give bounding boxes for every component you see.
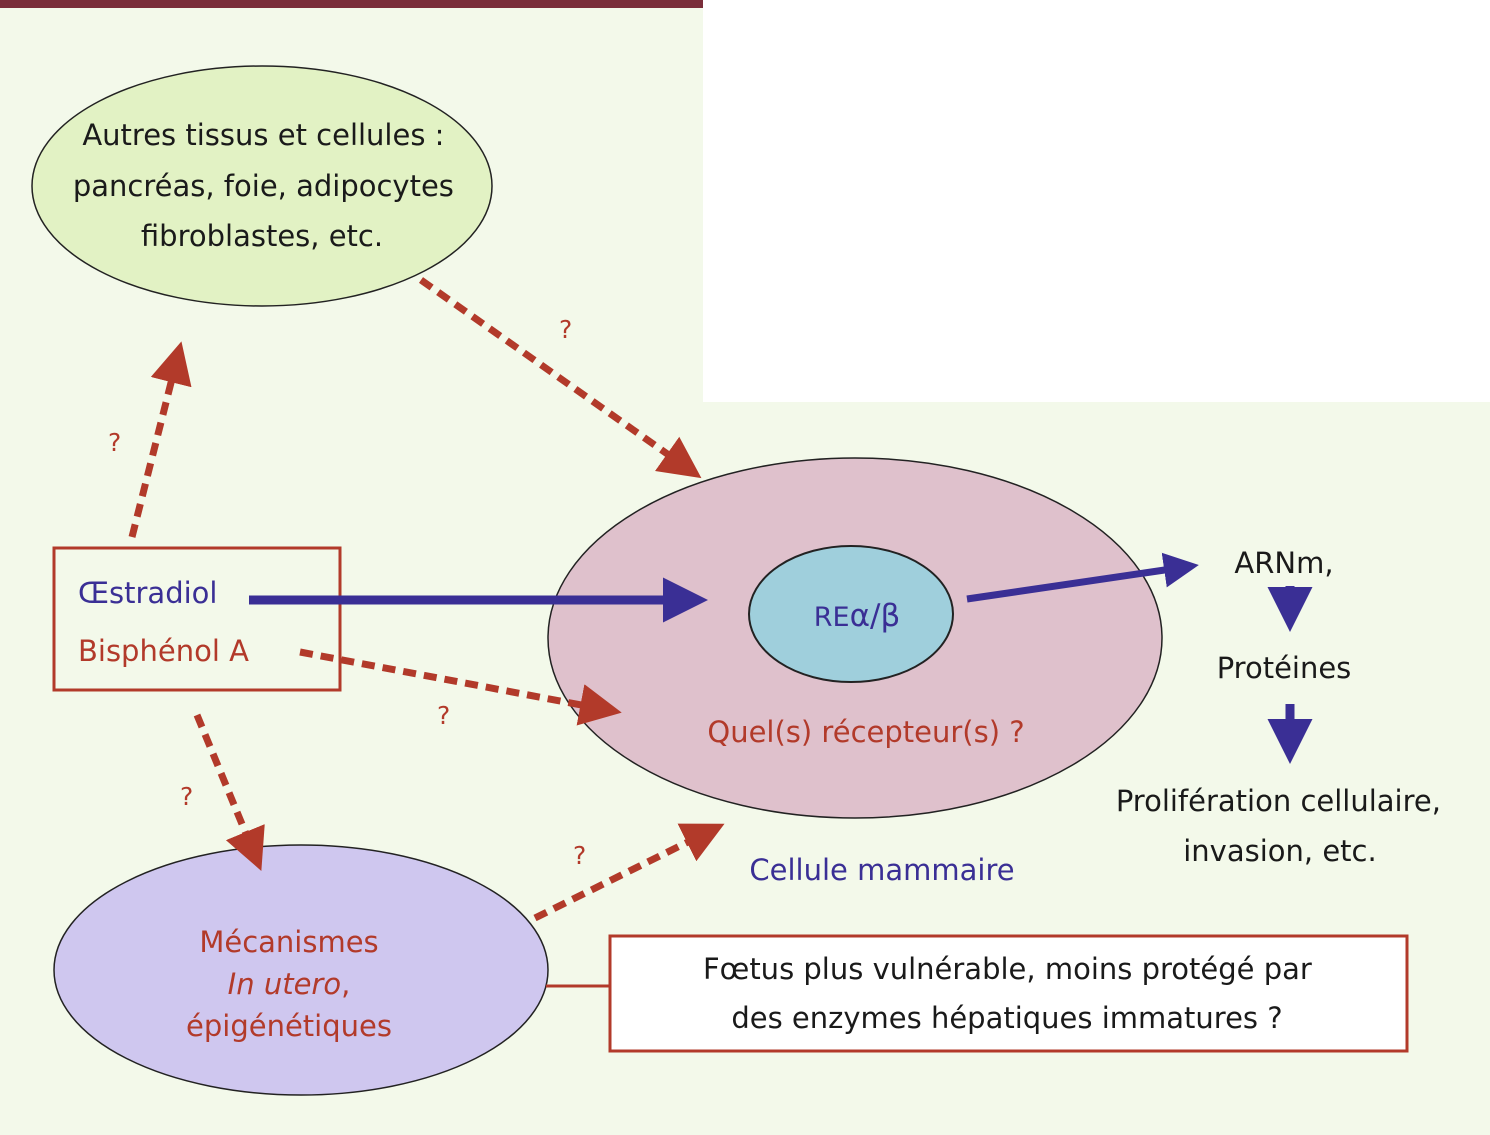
question-mark-to-mecanismes: ? (180, 782, 193, 811)
receptor-ellipse (748, 545, 954, 683)
question-mark-mecanismes-to-cell: ? (573, 841, 586, 870)
top-bar (0, 0, 703, 8)
autres-tissus-line1: Autres tissus et cellules : (82, 118, 444, 152)
receptor-arnm-arrow (966, 552, 1199, 603)
autres-tissus-line2: pancréas, foie, adipocytes (73, 169, 454, 203)
proteines-label: Protéines (1217, 651, 1352, 685)
question-mark-bisphenol-to-cell: ? (437, 701, 450, 730)
oestradiol-label: Œstradiol (78, 576, 217, 610)
foetus-line2: des enzymes hépatiques immatures ? (731, 1001, 1282, 1035)
receptor-label: REα/β (814, 598, 901, 634)
arnm-label: ARNm, (1234, 546, 1333, 580)
quel-recepteur-label: Quel(s) récepteur(s) ? (707, 715, 1024, 749)
autres-tissus-line3: fibroblastes, etc. (141, 219, 383, 253)
svg-text:Mécanismes: Mécanismes (199, 925, 378, 959)
question-mark-to-autres-tissus: ? (108, 428, 121, 457)
dashed-arrow-mecanismes-to-cell (533, 823, 725, 922)
foetus-line1: Fœtus plus vulnérable, moins protégé par (703, 952, 1312, 986)
dashed-arrow-bisphenol-to-cell (299, 648, 622, 726)
mecanismes-ellipse (53, 844, 549, 1096)
svg-text:Autres tissus et cellules :: Autres tissus et cellules : pancréas, fo… (73, 118, 463, 253)
compound-box (52, 546, 342, 692)
dashed-arrow-to-mecanismes (193, 713, 265, 871)
proliferation-line2: invasion, etc. (1183, 834, 1376, 868)
foetus-box (608, 934, 1409, 1053)
question-mark-from-autres-tissus: ? (559, 315, 572, 344)
autres-tissus-ellipse (31, 65, 493, 307)
mecanismes-line1: Mécanismes (199, 925, 378, 959)
mecanismes-line2: In utero, (228, 967, 351, 1001)
dashed-arrow-to-autres-tissus (128, 341, 192, 538)
svg-text:Fœtus plus vulnérable, moins p: Fœtus plus vulnérable, moins protégé par… (703, 952, 1321, 1035)
dashed-arrow-autres-tissus-to-cell (418, 277, 702, 479)
mecanismes-line3: épigénétiques (186, 1009, 392, 1043)
cellule-mammaire-label: Cellule mammaire (749, 853, 1014, 887)
bisphenol-label: Bisphénol A (78, 634, 249, 668)
svg-text:épigénétiques: épigénétiques (186, 1009, 392, 1043)
svg-text:Prolifération cellulaire,: Prolifération cellulaire, invasion, etc. (1116, 784, 1450, 868)
proliferation-line1: Prolifération cellulaire, (1116, 784, 1441, 818)
